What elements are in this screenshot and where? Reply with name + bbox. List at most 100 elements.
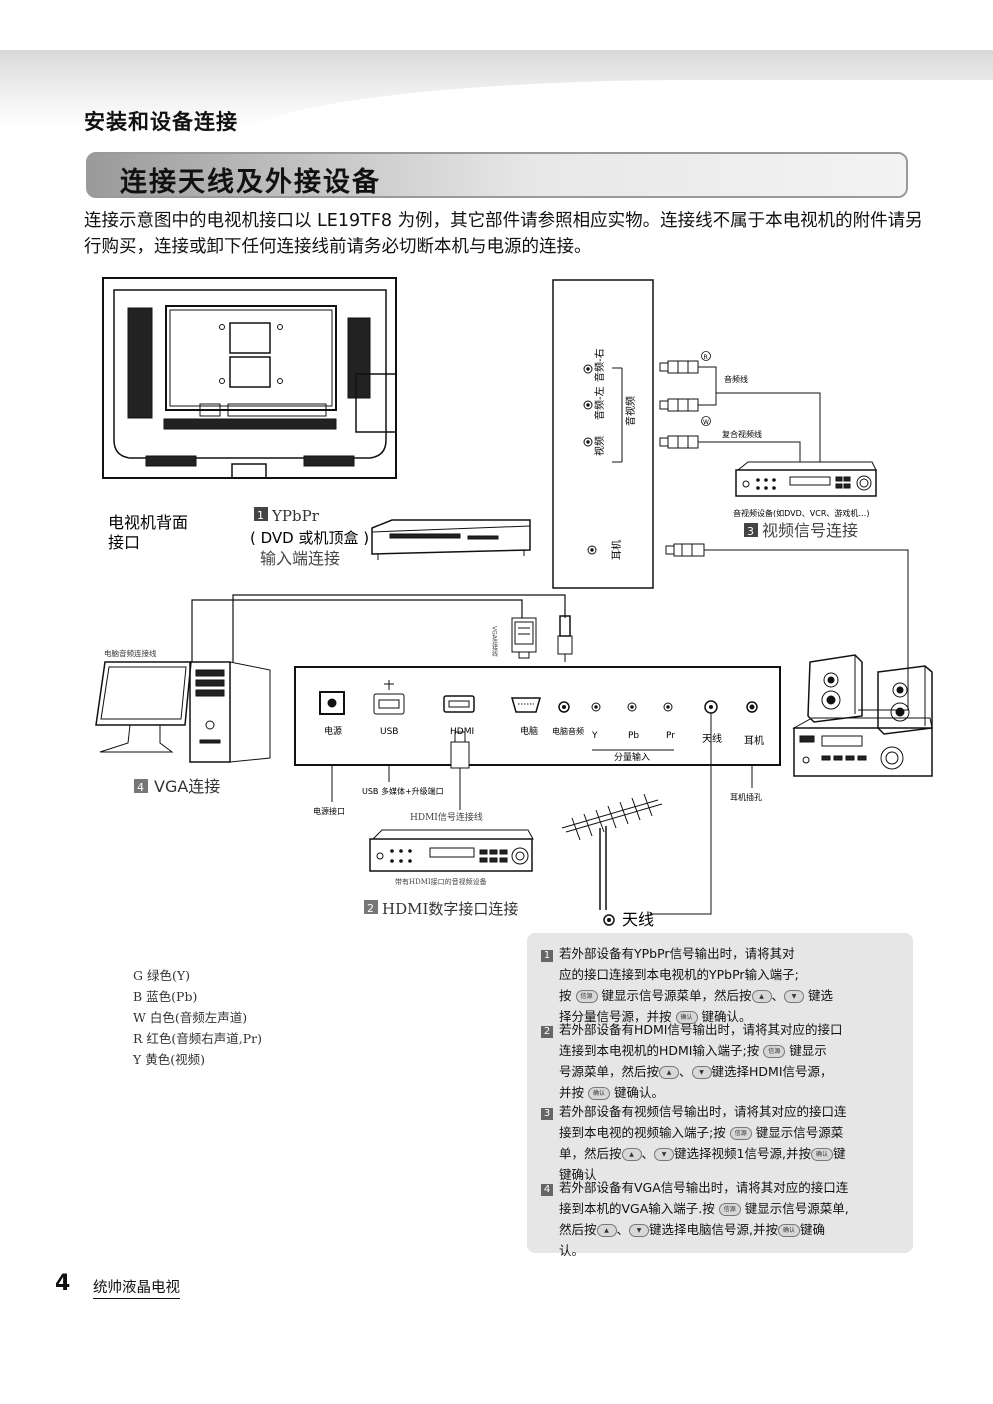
video-connection-label: 视频信号连接	[762, 521, 858, 540]
footer-brand: 统帅液晶电视	[93, 1276, 180, 1299]
w-mark: W	[703, 419, 709, 426]
source-button-icon: 信源	[763, 1045, 786, 1058]
ok-button-icon: 确认	[810, 1148, 833, 1161]
note-number: 1	[541, 950, 553, 962]
ypbpr-number: 1	[257, 509, 264, 522]
hdmi-number: 2	[367, 902, 374, 915]
hdmi-number-badge	[364, 900, 378, 914]
side-av-label: 音视频	[624, 396, 637, 426]
port-earphone-label: 耳机	[744, 734, 764, 747]
down-button-icon: ▼	[691, 1066, 712, 1079]
legend-item: G 绿色(Y)	[133, 968, 190, 983]
source-button-icon: 信源	[575, 990, 598, 1003]
vga-connection-label: VGA连接	[154, 777, 220, 796]
legend-item: R 红色(音频右声道,Pr)	[133, 1031, 262, 1046]
up-button-icon: ▲	[659, 1066, 680, 1079]
port-pb-label: Pb	[628, 731, 639, 741]
hdmi-device-illustration	[369, 829, 534, 872]
pc-illustration	[95, 661, 271, 763]
ypbpr-input-label: 输入端连接	[260, 549, 340, 568]
side-panel	[552, 279, 654, 589]
tv-back-label-2: 接口	[108, 533, 140, 552]
note-number: 4	[541, 1184, 553, 1196]
note-number: 3	[541, 1108, 553, 1120]
composite-cable-label: 复合视频线	[722, 429, 762, 439]
port-usb-label: USB	[380, 727, 398, 737]
ypbpr-device-label: ( DVD 或机顶盒 )	[250, 529, 369, 547]
title-bar: 连接天线及外接设备	[86, 152, 908, 198]
side-jacks	[583, 364, 623, 555]
ok-button-icon: 确认	[778, 1224, 801, 1237]
av-device-illustration	[735, 461, 877, 497]
down-button-icon: ▼	[784, 990, 805, 1003]
color-legend: G 绿色(Y) B 蓝色(Pb) W 白色(音频左声道) R 红色(音频右声道,…	[133, 965, 262, 1070]
video-number-badge	[744, 523, 758, 537]
up-button-icon: ▲	[751, 990, 772, 1003]
w-mark-circle	[701, 416, 711, 426]
hdmi-device-label: 带有HDMI接口的音视频设备	[395, 877, 487, 886]
r-mark-circle	[701, 351, 711, 361]
side-audio-r: 音频-右	[593, 348, 606, 382]
hdmi-connection-label: HDMI数字接口连接	[382, 900, 518, 918]
side-earphone: 耳机	[610, 540, 623, 560]
tv-back-label-1: 电视机背面	[108, 513, 188, 532]
page-title: 连接天线及外接设备	[120, 167, 381, 198]
antenna-label: 天线	[622, 910, 654, 929]
side-video: 视频	[593, 436, 606, 456]
header-band	[0, 50, 993, 140]
rca-cables	[659, 360, 821, 462]
ypbpr-label: YPbPr	[271, 507, 320, 525]
ok-button-icon: 确认	[588, 1087, 611, 1100]
vga-plug	[511, 615, 573, 662]
port-power-label: 电源	[324, 725, 342, 737]
vga-number-badge	[134, 779, 148, 793]
page-number: 4	[55, 1271, 71, 1296]
port-y-label: Y	[591, 731, 598, 741]
ypbpr-number-badge	[254, 507, 268, 521]
tv-ports	[319, 680, 758, 751]
dvd-player-illustration	[371, 519, 531, 560]
pc-audio-cable-label: 电脑音频连接线	[104, 648, 157, 658]
legend-item: W 白色(音频左声道)	[133, 1010, 248, 1025]
pc-cables	[191, 594, 566, 662]
earphone-cable	[665, 543, 909, 711]
up-button-icon: ▲	[621, 1148, 642, 1161]
port-component-label: 分量输入	[614, 751, 650, 763]
legend-item: Y 黄色(视频)	[133, 1052, 205, 1067]
side-audio-l: 音频-左	[593, 386, 606, 420]
hdmi-cable-label: HDMI信号连接线	[410, 811, 483, 823]
port-pc-audio-label: 电脑音频	[552, 726, 584, 736]
source-button-icon: 信源	[718, 1203, 741, 1216]
av-device-label: 音视频设备(如DVD、VCR、游戏机…)	[733, 508, 870, 518]
antenna-illustration	[561, 793, 663, 926]
video-number: 3	[747, 525, 754, 538]
power-port-label: 电源接口	[313, 806, 345, 816]
down-button-icon: ▼	[654, 1148, 675, 1161]
section-header: 安装和设备连接	[84, 110, 238, 134]
up-button-icon: ▲	[596, 1224, 617, 1237]
speaker-system-illustration	[792, 654, 933, 777]
hdmi-cable	[450, 731, 470, 810]
down-button-icon: ▼	[629, 1224, 650, 1237]
legend-item: B 蓝色(Pb)	[133, 989, 198, 1004]
note-number: 2	[541, 1026, 553, 1038]
tv-port-panel	[294, 666, 781, 766]
port-antenna-label: 天线	[702, 732, 722, 745]
intro-text: 连接示意图中的电视机接口以 LE19TF8 为例，其它部件请参照相应实物。连接线…	[84, 211, 923, 257]
audio-cable-label: 音频线	[724, 374, 748, 384]
connection-diagram: 电视机背面 接口 1 YPbPr ( DVD 或机顶盒 ) 输入端连接 音频-右…	[95, 277, 933, 929]
ok-button-icon: 确认	[675, 1011, 698, 1024]
source-button-icon: 信源	[729, 1127, 752, 1140]
port-pc-label: 电脑	[520, 725, 538, 737]
port-pr-label: Pr	[666, 731, 675, 741]
leader-lines	[331, 713, 753, 915]
vga-cable-label: VGA连接线	[491, 626, 498, 657]
earphone-jack-label: 耳机插孔	[730, 792, 762, 802]
usb-port-label: USB 多媒体+升级端口	[362, 786, 444, 796]
r-mark: R	[704, 354, 708, 361]
